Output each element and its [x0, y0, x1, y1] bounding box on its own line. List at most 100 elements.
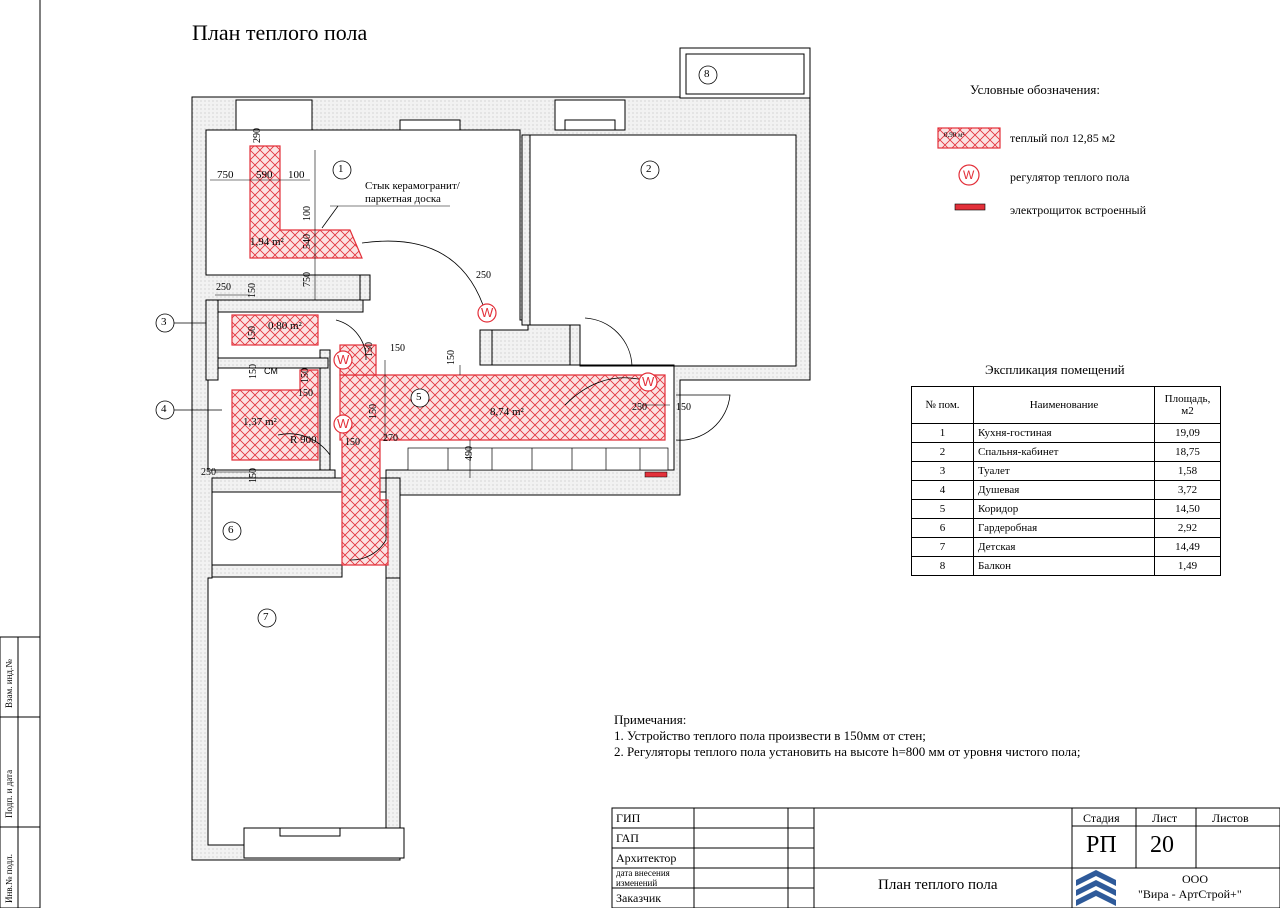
- room-number: 8: [704, 68, 710, 80]
- legend-heat-label: теплый пол 12,85 м2: [1010, 131, 1116, 145]
- windows: [235, 99, 626, 859]
- door-arcs: [277, 317, 731, 561]
- stamp-row-label: Заказчик: [616, 891, 662, 905]
- legend-panel-swatch: [954, 203, 986, 211]
- stamp-org: "Вира - АртСтрой+": [1138, 887, 1242, 901]
- dim-label: 150: [248, 364, 259, 379]
- regulator-icon: [638, 372, 658, 392]
- dim-label: 590: [256, 169, 273, 181]
- regulator-icon: [477, 303, 497, 323]
- area-label: 1,37 m²: [243, 416, 277, 428]
- stamp-stage: РП: [1086, 832, 1117, 858]
- heat-zone-4: [231, 369, 319, 461]
- heat-zone-5: [339, 374, 666, 566]
- dim-label: 150: [345, 437, 360, 448]
- stamp-row-label: ГИП: [616, 811, 641, 825]
- joint-note: Стык керамогранит/: [365, 180, 460, 192]
- stamp-stage-header: Стадия: [1083, 811, 1120, 825]
- heated-floor-zones: [231, 145, 666, 566]
- stamp-sheet: 20: [1150, 832, 1174, 858]
- stamp-sheets-header: Листов: [1212, 811, 1249, 825]
- room-number: 7: [263, 611, 269, 623]
- dim-label: 250: [216, 282, 231, 293]
- room-number: 3: [161, 316, 167, 328]
- side-label: Подп. и дата: [4, 769, 14, 818]
- stamp-row-label: Архитектор: [616, 851, 677, 865]
- notes-heading: Примечания:: [614, 712, 687, 727]
- room-number: 2: [646, 163, 652, 175]
- legend-regulator-label: регулятор теплого пола: [1010, 170, 1130, 184]
- legend-regulator-symbol: W: [963, 168, 975, 182]
- dim-label: 150: [247, 326, 258, 341]
- dim-label: 290: [252, 128, 263, 143]
- stamp-row-label: дата внесения изменений: [616, 868, 670, 888]
- company-logo: [1076, 870, 1116, 906]
- heat-zone-1: [249, 145, 363, 259]
- dim-label: 250: [476, 270, 491, 281]
- area-label: 0,80 m²: [268, 320, 302, 332]
- area-label: 8,74 m²: [490, 406, 524, 418]
- room-number-circles: [155, 65, 718, 628]
- room-number: 1: [338, 163, 344, 175]
- dim-label: 540: [302, 234, 313, 249]
- side-label: Инв.№ подл.: [4, 853, 14, 903]
- regulator-symbol: W: [642, 374, 655, 389]
- dim-label: 150: [298, 388, 313, 399]
- legend-regulator-icon: [958, 164, 980, 186]
- room-number: 6: [228, 524, 234, 536]
- heat-zone-3: [231, 314, 319, 346]
- dim-label: 150: [390, 343, 405, 354]
- dimension-lines: [210, 150, 670, 478]
- electrical-panel: [644, 471, 668, 478]
- dim-label: 250: [632, 402, 647, 413]
- table-header: № пом.: [911, 386, 974, 424]
- page-title: План теплого пола: [192, 20, 368, 45]
- dim-label: 100: [288, 169, 305, 181]
- stamp-sheet-header: Лист: [1152, 811, 1178, 825]
- stamp-row-label: ГАП: [616, 831, 639, 845]
- dim-label: 150: [248, 468, 259, 483]
- regulator-icon: [333, 414, 353, 434]
- partitions: [205, 47, 811, 579]
- note-line: 1. Устройство теплого пола произвести в …: [614, 728, 926, 743]
- area-label: 1,94 m²: [250, 236, 284, 248]
- notes: Примечания: 1. Устройство теплого пола п…: [614, 712, 1081, 760]
- legend-heat-swatch: [937, 127, 1001, 149]
- explication-title: Экспликация помещений: [985, 362, 1125, 377]
- dim-label: 150: [364, 342, 375, 357]
- radius-label: R 900: [290, 434, 317, 446]
- side-stamp: [0, 636, 41, 908]
- dim-label: 750: [302, 272, 313, 287]
- dim-label: 100: [302, 206, 313, 221]
- dim-label: 270: [383, 433, 398, 444]
- regulator-symbol: W: [337, 416, 350, 431]
- table-header: Площадь, м2: [1154, 386, 1221, 424]
- dim-label: 150: [368, 404, 379, 419]
- room-number: 4: [161, 403, 167, 415]
- dim-label: 490: [464, 446, 475, 461]
- legend-title: Условные обозначения:: [970, 82, 1101, 97]
- dim-label: 150: [676, 402, 691, 413]
- stamp-org: ООО: [1182, 872, 1208, 886]
- legend-panel-label: электрощиток встроенный: [1010, 203, 1147, 217]
- stamp-grid: [611, 807, 1280, 908]
- stamp-doc-title: План теплого пола: [878, 877, 998, 893]
- side-label: Взам. инд.№: [4, 659, 14, 708]
- dim-label: 750: [217, 169, 234, 181]
- regulator-icon: [333, 350, 353, 370]
- washer-label: СМ: [264, 366, 278, 376]
- room-number: 5: [416, 391, 422, 403]
- joint-note: паркетная доска: [365, 193, 441, 205]
- regulator-wiring: [361, 240, 644, 406]
- note-line: 2. Регуляторы теплого пола установить на…: [614, 744, 1081, 759]
- table-header: Наименование: [973, 386, 1155, 424]
- dim-label: 150: [446, 350, 457, 365]
